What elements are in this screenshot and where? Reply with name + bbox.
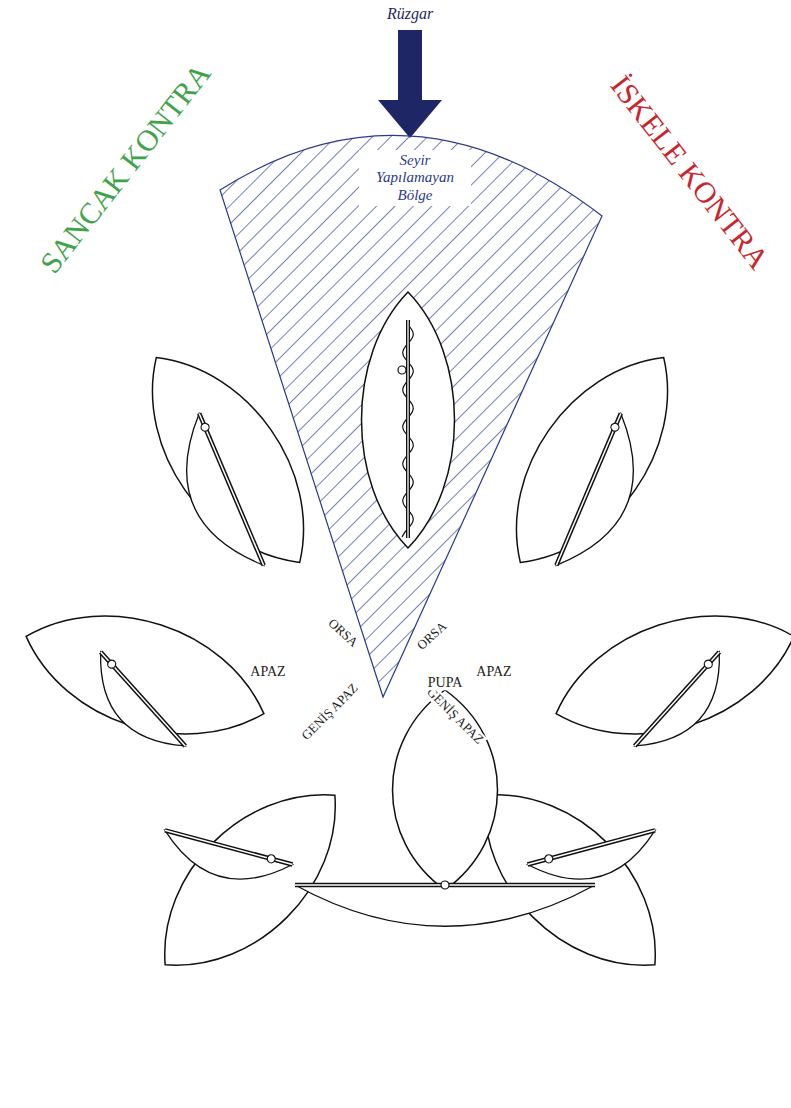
- luffing-boat: [362, 292, 455, 548]
- hatched-sector: [220, 135, 602, 697]
- wind-label: Rüzgar: [385, 5, 435, 23]
- point-of-sail-label: PUPA: [426, 675, 465, 690]
- mast: [441, 881, 449, 889]
- boom: [615, 652, 739, 746]
- sailboat: [8, 586, 280, 769]
- boom: [171, 413, 292, 565]
- sail: [151, 413, 292, 579]
- tack-label: SANCAK KONTRA: [32, 55, 218, 280]
- zone-label: Seyir Yapılamayan Bölge: [359, 150, 471, 206]
- boom-inner: [165, 784, 293, 912]
- mast: [107, 659, 117, 669]
- boom-inner: [81, 652, 205, 746]
- boom: [528, 413, 649, 565]
- sail: [162, 784, 292, 914]
- point-of-sail-label: APAZ: [474, 664, 513, 679]
- mast: [543, 853, 554, 864]
- hull: [10, 586, 280, 763]
- mast: [703, 659, 713, 669]
- sailboat: [98, 728, 372, 1002]
- boom-inner: [615, 652, 739, 746]
- tack-label: İSKELE KONTRA: [603, 67, 777, 276]
- hull: [128, 758, 372, 1002]
- sailboat: [540, 586, 791, 769]
- no-sail-zone: Seyir Yapılamayan Bölge: [215, 128, 607, 700]
- sail: [615, 652, 740, 750]
- sailboat: [295, 690, 595, 926]
- boom: [81, 652, 205, 746]
- point-of-sail-label: ORSA: [324, 615, 362, 652]
- boom-inner: [171, 413, 292, 565]
- sail: [528, 413, 669, 579]
- mast: [609, 422, 620, 433]
- hull: [393, 690, 498, 890]
- point-of-sail-label: GENİŞ APAZ: [298, 680, 363, 745]
- point-of-sail-label: APAZ: [248, 664, 287, 679]
- boom: [165, 784, 293, 912]
- hull: [540, 586, 791, 763]
- sector-outline: [215, 128, 607, 700]
- mast: [266, 853, 277, 864]
- point-of-sail-label: ORSA: [413, 618, 451, 655]
- boom-inner: [528, 413, 649, 565]
- wind-arrow: [378, 30, 442, 138]
- sail: [295, 885, 595, 926]
- sail: [80, 652, 205, 750]
- mast: [199, 422, 210, 433]
